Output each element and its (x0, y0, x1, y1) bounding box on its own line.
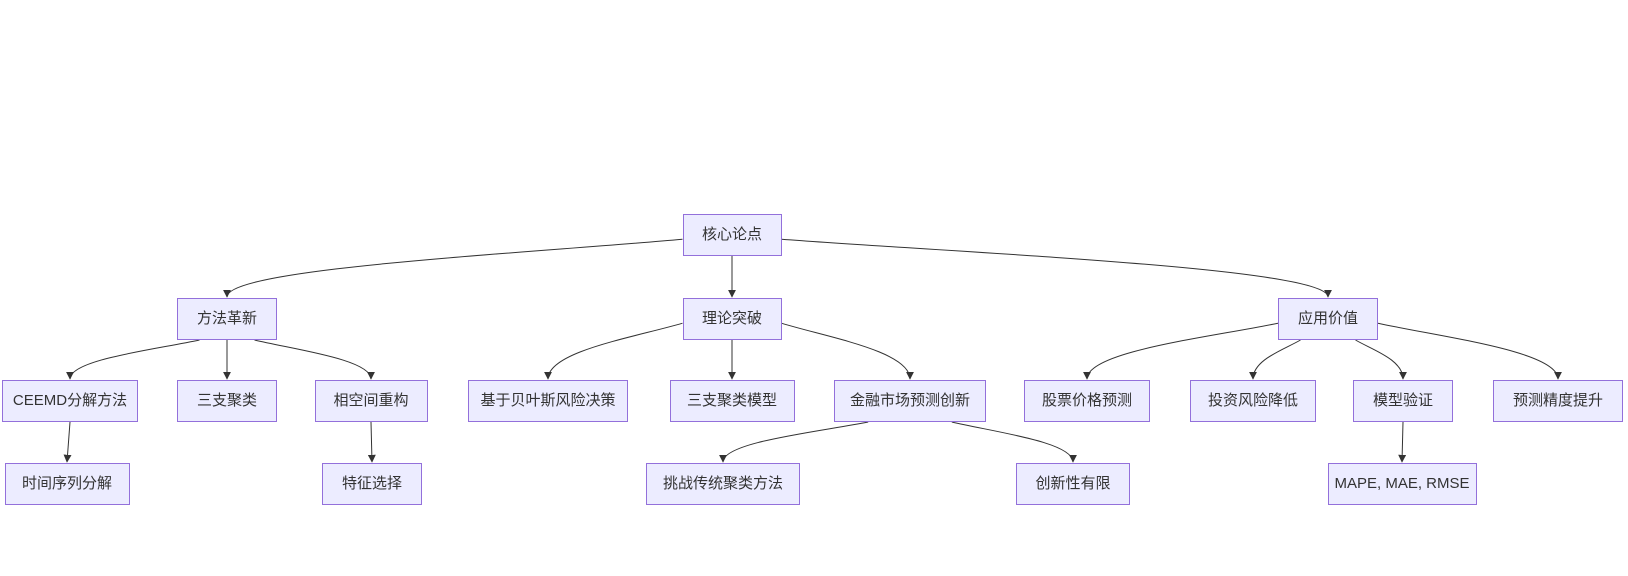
node-label: 创新性有限 (1035, 475, 1111, 492)
node-method-innovation: 方法革新 (177, 298, 277, 340)
edge-ceemd-decomposition-to-time-series-decomp (63, 421, 72, 463)
edge-core-thesis-to-method-innovation (223, 238, 683, 298)
edge-core-thesis-to-application-value (781, 238, 1332, 298)
node-risk-reduction: 投资风险降低 (1190, 380, 1316, 422)
node-label: 挑战传统聚类方法 (662, 475, 783, 492)
node-model-validation: 模型验证 (1353, 380, 1453, 422)
node-label: 三支聚类模型 (686, 392, 777, 409)
node-label: 股票价格预测 (1041, 392, 1132, 409)
edge-financial-innovation-to-limited-novelty (951, 421, 1077, 463)
node-challenge-traditional: 挑战传统聚类方法 (646, 463, 800, 505)
node-label: 投资风险降低 (1207, 392, 1298, 409)
edge-method-innovation-to-ceemd-decomposition (66, 339, 200, 380)
node-ceemd-decomposition: CEEMD分解方法 (2, 380, 138, 422)
node-label: 三支聚类 (196, 392, 257, 409)
node-label: 核心论点 (701, 226, 762, 243)
node-financial-innovation: 金融市场预测创新 (834, 380, 986, 422)
node-label: 相空间重构 (333, 392, 409, 409)
edge-application-value-to-stock-prediction (1083, 322, 1279, 380)
node-phase-space: 相空间重构 (314, 380, 428, 422)
node-label: 应用价值 (1297, 310, 1358, 327)
node-label: 预测精度提升 (1512, 392, 1603, 409)
node-application-value: 应用价值 (1278, 298, 1378, 340)
edge-application-value-to-model-validation (1355, 339, 1407, 380)
node-time-series-decomp: 时间序列分解 (4, 463, 130, 505)
node-theory-breakthrough: 理论突破 (682, 298, 782, 340)
node-label: 方法革新 (196, 310, 257, 327)
edge-financial-innovation-to-challenge-traditional (719, 421, 869, 463)
node-three-way-clustering: 三支聚类 (177, 380, 277, 422)
node-accuracy-improvement: 预测精度提升 (1493, 380, 1623, 422)
node-label: 理论突破 (701, 310, 762, 327)
node-label: 时间序列分解 (21, 475, 112, 492)
node-three-way-model: 三支聚类模型 (669, 380, 795, 422)
node-label: 模型验证 (1372, 392, 1433, 409)
edge-method-innovation-to-phase-space (254, 339, 375, 380)
edge-application-value-to-risk-reduction (1249, 339, 1301, 380)
node-label: 特征选择 (341, 475, 402, 492)
node-mape-mae-rmse: MAPE, MAE, RMSE (1327, 463, 1477, 505)
node-label: CEEMD分解方法 (12, 392, 128, 409)
node-label: 基于贝叶斯风险决策 (480, 392, 616, 409)
node-label: MAPE, MAE, RMSE (1334, 475, 1470, 492)
node-feature-selection: 特征选择 (322, 463, 422, 505)
node-core-thesis: 核心论点 (682, 214, 782, 256)
node-label: 金融市场预测创新 (849, 392, 970, 409)
node-limited-novelty: 创新性有限 (1016, 463, 1130, 505)
edge-model-validation-to-mape-mae-rmse (1398, 421, 1407, 463)
node-stock-prediction: 股票价格预测 (1024, 380, 1150, 422)
node-bayesian-risk: 基于贝叶斯风险决策 (468, 380, 628, 422)
edge-theory-breakthrough-to-financial-innovation (781, 322, 914, 380)
edge-application-value-to-accuracy-improvement (1377, 322, 1562, 380)
edge-theory-breakthrough-to-bayesian-risk (544, 322, 683, 380)
edge-phase-space-to-feature-selection (367, 421, 376, 463)
